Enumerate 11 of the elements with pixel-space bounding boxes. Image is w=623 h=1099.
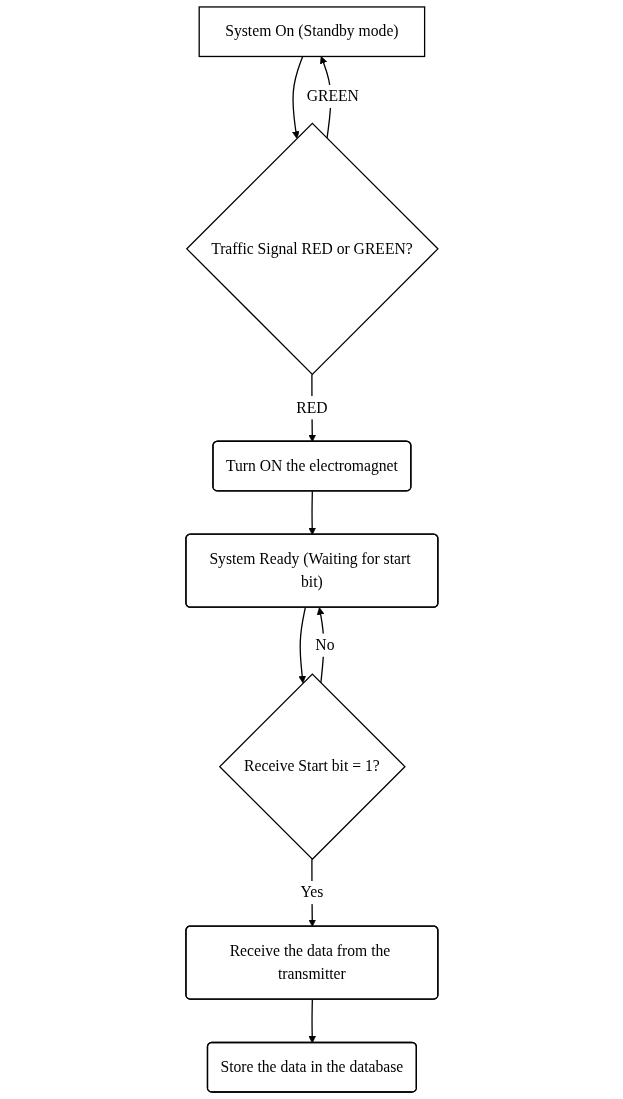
edge-label: GREEN bbox=[306, 87, 359, 105]
node-box: System On (Standby mode) bbox=[198, 6, 425, 58]
edge-label: Yes bbox=[300, 883, 323, 901]
edge-label: RED bbox=[295, 398, 328, 417]
arrow bbox=[308, 490, 316, 535]
edge-label: No bbox=[314, 636, 335, 654]
arrow bbox=[298, 606, 306, 684]
arrow bbox=[291, 55, 303, 139]
node-diamond: Traffic Signal RED or GREEN? bbox=[185, 122, 439, 376]
node-diamond: Receive Start bit = 1? bbox=[218, 673, 406, 861]
arrow bbox=[308, 998, 316, 1044]
